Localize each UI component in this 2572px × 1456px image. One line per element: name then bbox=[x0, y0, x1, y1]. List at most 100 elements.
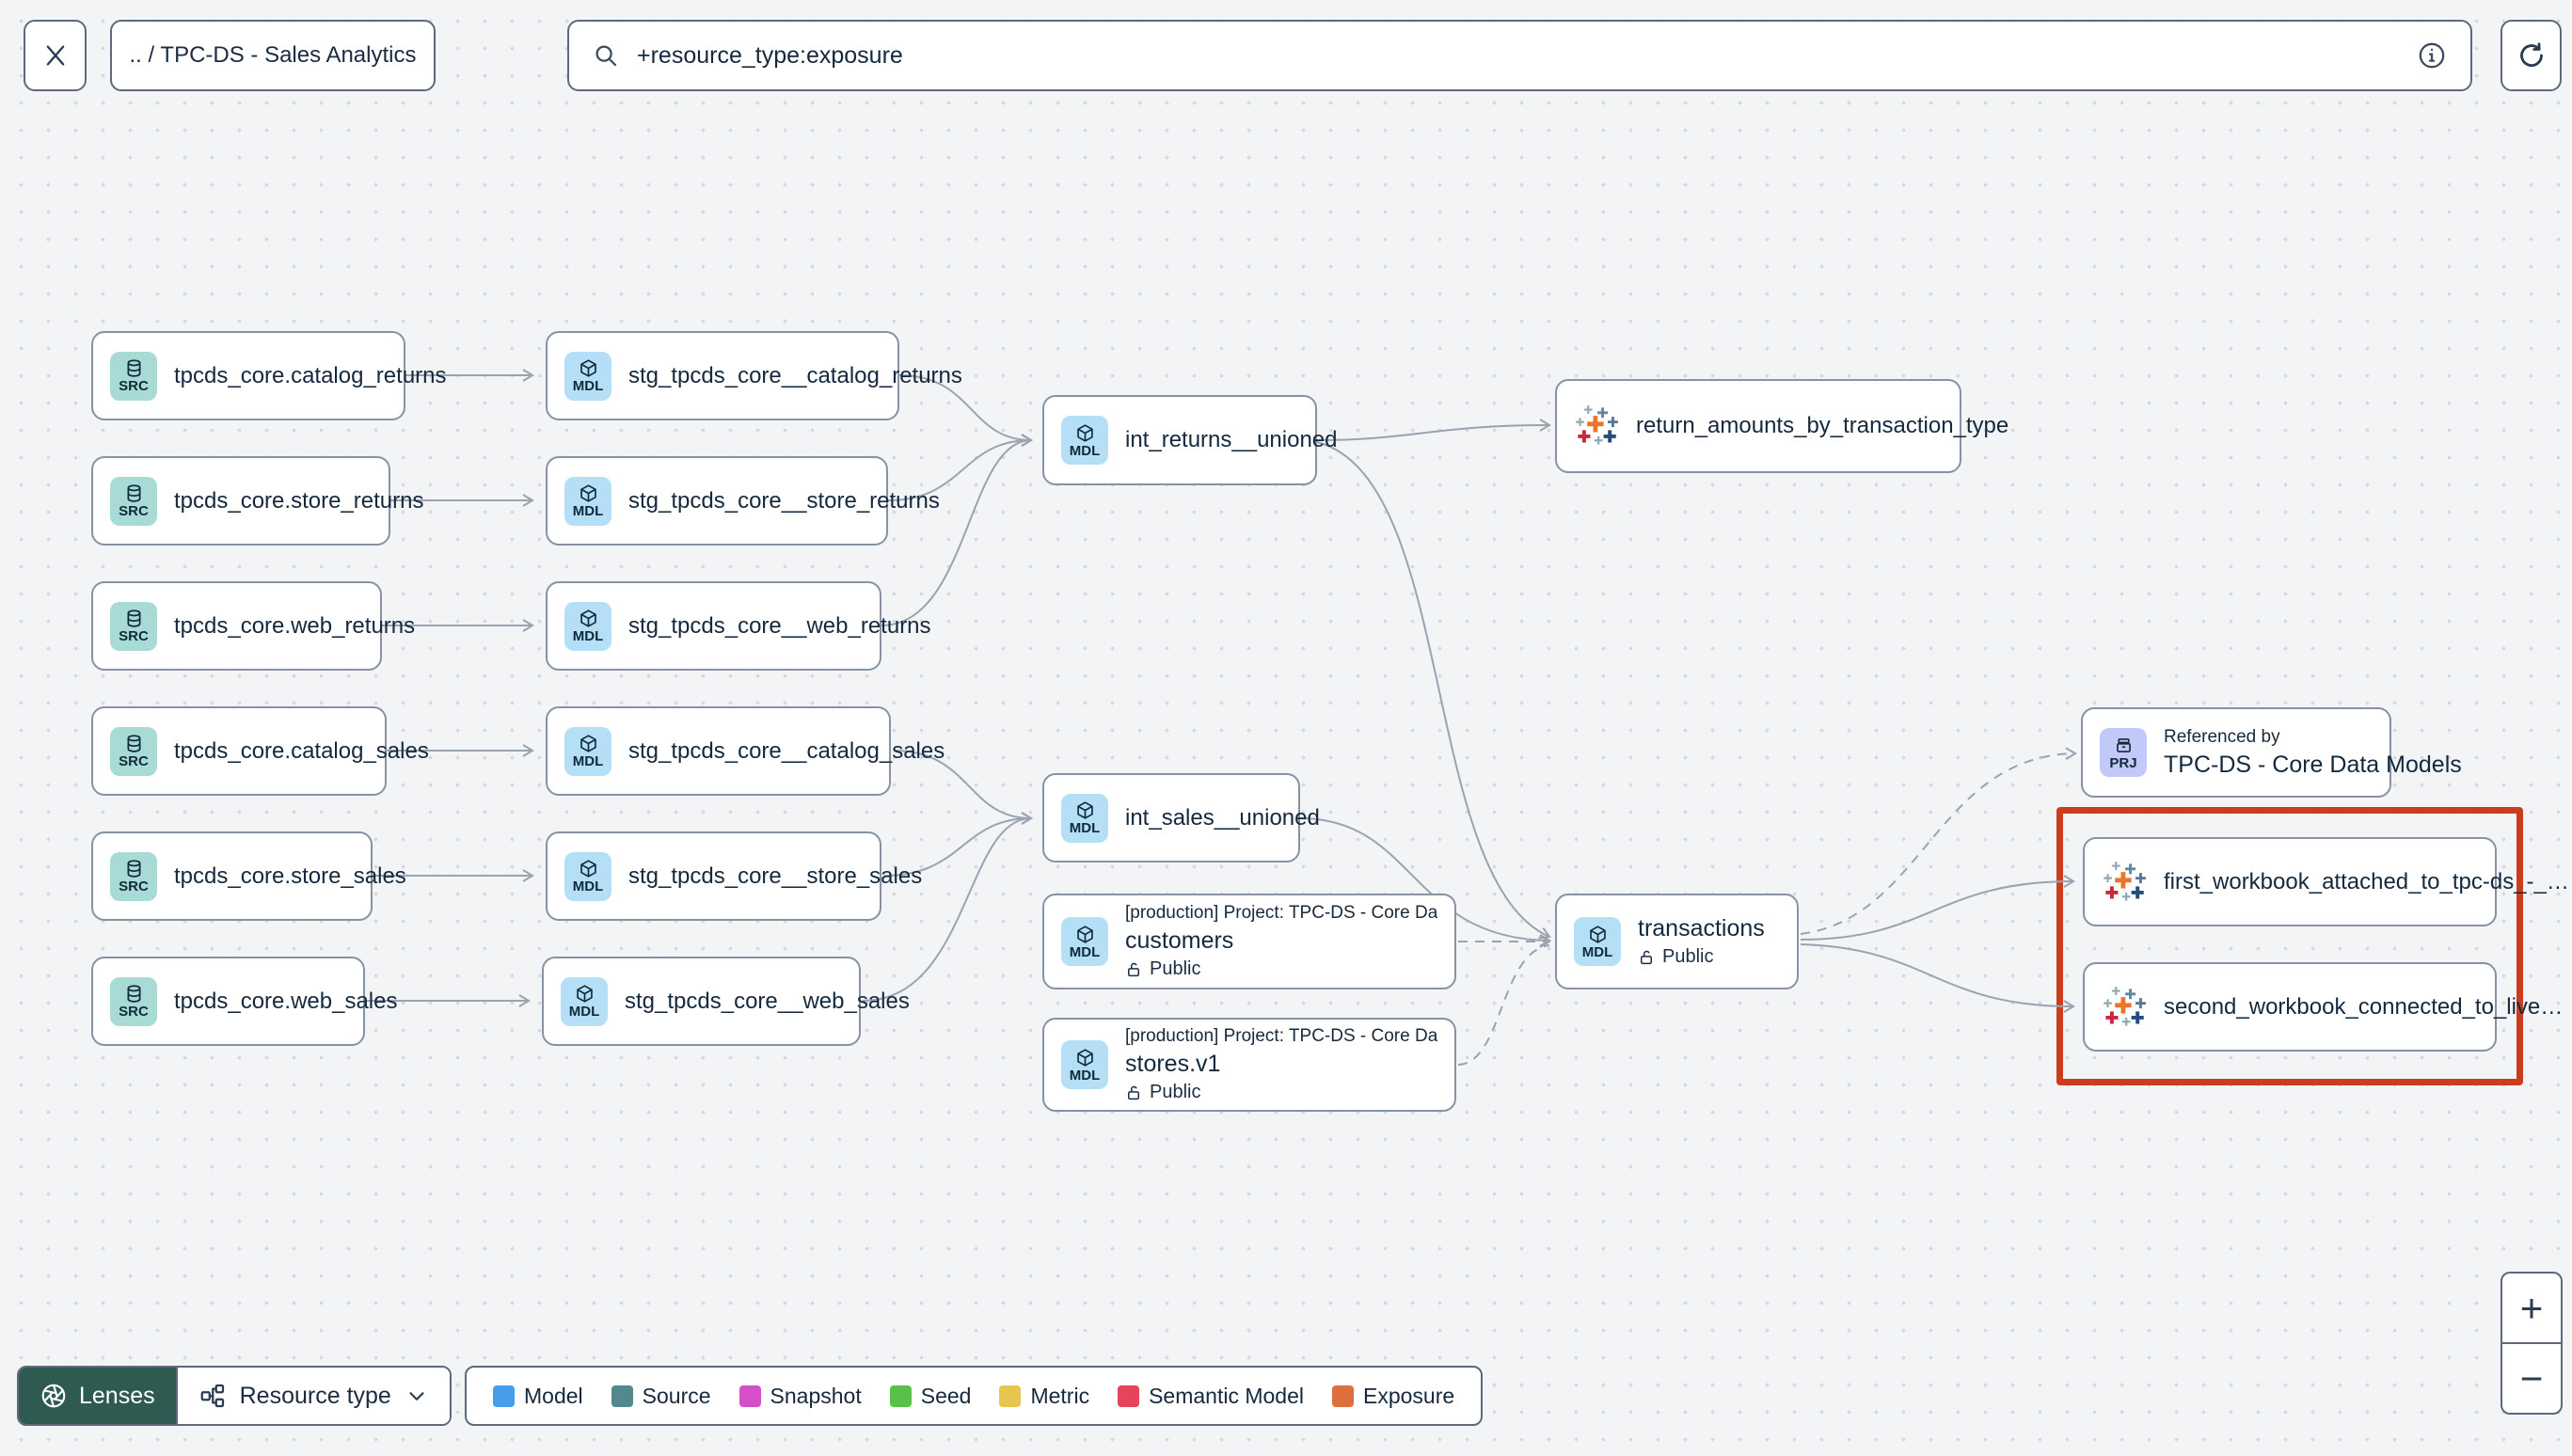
hierarchy-icon bbox=[200, 1384, 224, 1408]
node-exposure-first-workbook[interactable]: first_workbook_attached_to_tpc-ds_-_… bbox=[2083, 837, 2569, 926]
search-input[interactable] bbox=[635, 40, 2401, 71]
node-exposure-second-workbook[interactable]: second_workbook_connected_to_live… bbox=[2083, 962, 2563, 1052]
breadcrumb[interactable]: .. / TPC-DS - Sales Analytics bbox=[110, 20, 436, 91]
source-badge: SRC bbox=[110, 476, 157, 526]
node-stg-catalog-sales[interactable]: MDL stg_tpcds_core__catalog_sales bbox=[546, 706, 945, 796]
node-stg-web-returns[interactable]: MDL stg_tpcds_core__web_returns bbox=[546, 581, 931, 671]
node-stg-catalog-returns[interactable]: MDL stg_tpcds_core__catalog_returns bbox=[546, 331, 962, 420]
model-badge: MDL bbox=[1061, 917, 1108, 966]
node-int-returns-unioned[interactable]: MDL int_returns__unioned bbox=[1042, 395, 1338, 485]
database-icon bbox=[127, 609, 140, 627]
lock-open-icon bbox=[1128, 962, 1139, 976]
model-badge: MDL bbox=[1061, 1040, 1108, 1089]
lens-controls: Lenses Resource type bbox=[17, 1366, 452, 1426]
close-button[interactable] bbox=[24, 20, 87, 91]
model-badge: MDL bbox=[1061, 416, 1108, 465]
cube-icon bbox=[1076, 925, 1093, 943]
source-badge: SRC bbox=[110, 726, 157, 776]
node-stores-v1[interactable]: MDL [production] Project: TPC-DS - Core … bbox=[1042, 1018, 1456, 1112]
legend-item-source: Source bbox=[611, 1384, 711, 1409]
node-project-title: [production] Project: TPC-DS - Core Data… bbox=[1125, 1026, 1437, 1046]
cube-icon bbox=[579, 609, 596, 627]
access-row: Public bbox=[1125, 958, 1437, 980]
node-model-name: transactions bbox=[1638, 915, 1765, 942]
access-row: Public bbox=[1125, 1082, 1437, 1103]
zoom-out-button[interactable]: − bbox=[2502, 1344, 2561, 1413]
node-stg-web-sales[interactable]: MDL stg_tpcds_core__web_sales bbox=[542, 957, 910, 1046]
node-src-web-returns[interactable]: SRC tpcds_core.web_returns bbox=[91, 581, 415, 671]
source-badge: SRC bbox=[110, 601, 157, 651]
node-customers[interactable]: MDL [production] Project: TPC-DS - Core … bbox=[1042, 894, 1456, 989]
cube-icon bbox=[579, 860, 596, 878]
zoom-in-button[interactable]: + bbox=[2502, 1274, 2561, 1344]
cube-icon bbox=[579, 735, 596, 752]
lock-open-icon bbox=[1641, 950, 1652, 964]
model-badge: MDL bbox=[564, 476, 611, 526]
node-stg-store-sales[interactable]: MDL stg_tpcds_core__store_sales bbox=[546, 831, 922, 921]
database-icon bbox=[127, 860, 140, 878]
node-referenced-by-project[interactable]: PRJ Referenced by TPC-DS - Core Data Mod… bbox=[2081, 707, 2462, 798]
cube-icon bbox=[1076, 801, 1093, 819]
node-src-web-sales[interactable]: SRC tpcds_core.web_sales bbox=[91, 957, 397, 1046]
node-exposure-return-amounts[interactable]: return_amounts_by_transaction_type bbox=[1555, 379, 2008, 473]
refresh-button[interactable] bbox=[2501, 20, 2562, 91]
source-badge: SRC bbox=[110, 851, 157, 901]
model-badge: MDL bbox=[1574, 917, 1621, 966]
model-badge: MDL bbox=[564, 351, 611, 401]
cube-icon bbox=[579, 359, 596, 377]
node-model-name: customers bbox=[1125, 927, 1234, 954]
database-icon bbox=[127, 484, 140, 502]
search-icon bbox=[595, 45, 617, 67]
node-stg-store-returns[interactable]: MDL stg_tpcds_core__store_returns bbox=[546, 456, 940, 546]
database-icon bbox=[127, 359, 140, 377]
node-src-store-sales[interactable]: SRC tpcds_core.store_sales bbox=[91, 831, 406, 921]
selection-highlight-box bbox=[2056, 807, 2523, 1085]
metric-swatch bbox=[999, 1385, 1022, 1407]
model-swatch bbox=[493, 1385, 515, 1407]
cube-icon bbox=[579, 484, 596, 502]
legend-item-exposure: Exposure bbox=[1332, 1384, 1454, 1409]
legend-item-seed: Seed bbox=[889, 1384, 971, 1409]
archive-icon bbox=[2116, 737, 2131, 752]
model-badge: MDL bbox=[1061, 793, 1108, 843]
snapshot-swatch bbox=[738, 1385, 761, 1407]
node-src-catalog-sales[interactable]: SRC tpcds_core.catalog_sales bbox=[91, 706, 429, 796]
project-badge: PRJ bbox=[2100, 728, 2147, 777]
lenses-button[interactable]: Lenses bbox=[19, 1368, 176, 1424]
search-bar[interactable] bbox=[567, 20, 2472, 91]
project-name: TPC-DS - Core Data Models bbox=[2164, 751, 2462, 778]
node-int-sales-unioned[interactable]: MDL int_sales__unioned bbox=[1042, 773, 1320, 863]
node-project-title: [production] Project: TPC-DS - Core Data… bbox=[1125, 903, 1437, 923]
tableau-icon bbox=[2104, 861, 2146, 901]
legend-item-snapshot: Snapshot bbox=[738, 1384, 862, 1409]
node-src-catalog-returns[interactable]: SRC tpcds_core.catalog_returns bbox=[91, 331, 447, 420]
source-swatch bbox=[611, 1385, 633, 1407]
node-model-name: stores.v1 bbox=[1125, 1051, 1221, 1077]
source-badge: SRC bbox=[110, 976, 157, 1026]
tableau-icon bbox=[1576, 405, 1618, 445]
chevron-down-icon bbox=[409, 1392, 424, 1401]
model-badge: MDL bbox=[564, 851, 611, 901]
node-transactions[interactable]: MDL transactions Public bbox=[1555, 894, 1799, 989]
refresh-icon bbox=[2519, 42, 2543, 67]
model-badge: MDL bbox=[561, 976, 608, 1026]
legend-item-semantic-model: Semantic Model bbox=[1118, 1384, 1304, 1409]
referenced-by-label: Referenced by bbox=[2164, 726, 2280, 747]
resource-type-dropdown[interactable]: Resource type bbox=[175, 1368, 450, 1424]
cube-icon bbox=[576, 985, 593, 1003]
cube-icon bbox=[1076, 1048, 1093, 1067]
info-icon[interactable] bbox=[2416, 40, 2448, 71]
semantic-model-swatch bbox=[1118, 1385, 1140, 1407]
resource-type-legend: Model Source Snapshot Seed Metric Semant… bbox=[465, 1366, 1484, 1426]
legend-item-model: Model bbox=[493, 1384, 583, 1409]
exposure-swatch bbox=[1332, 1385, 1354, 1407]
zoom-controls: + − bbox=[2501, 1272, 2563, 1415]
aperture-icon bbox=[41, 1384, 66, 1408]
access-row: Public bbox=[1638, 946, 1765, 968]
cube-icon bbox=[1589, 925, 1606, 943]
lock-open-icon bbox=[1128, 1085, 1139, 1100]
seed-swatch bbox=[889, 1385, 912, 1407]
node-src-store-returns[interactable]: SRC tpcds_core.store_returns bbox=[91, 456, 423, 546]
legend-item-metric: Metric bbox=[999, 1384, 1089, 1409]
